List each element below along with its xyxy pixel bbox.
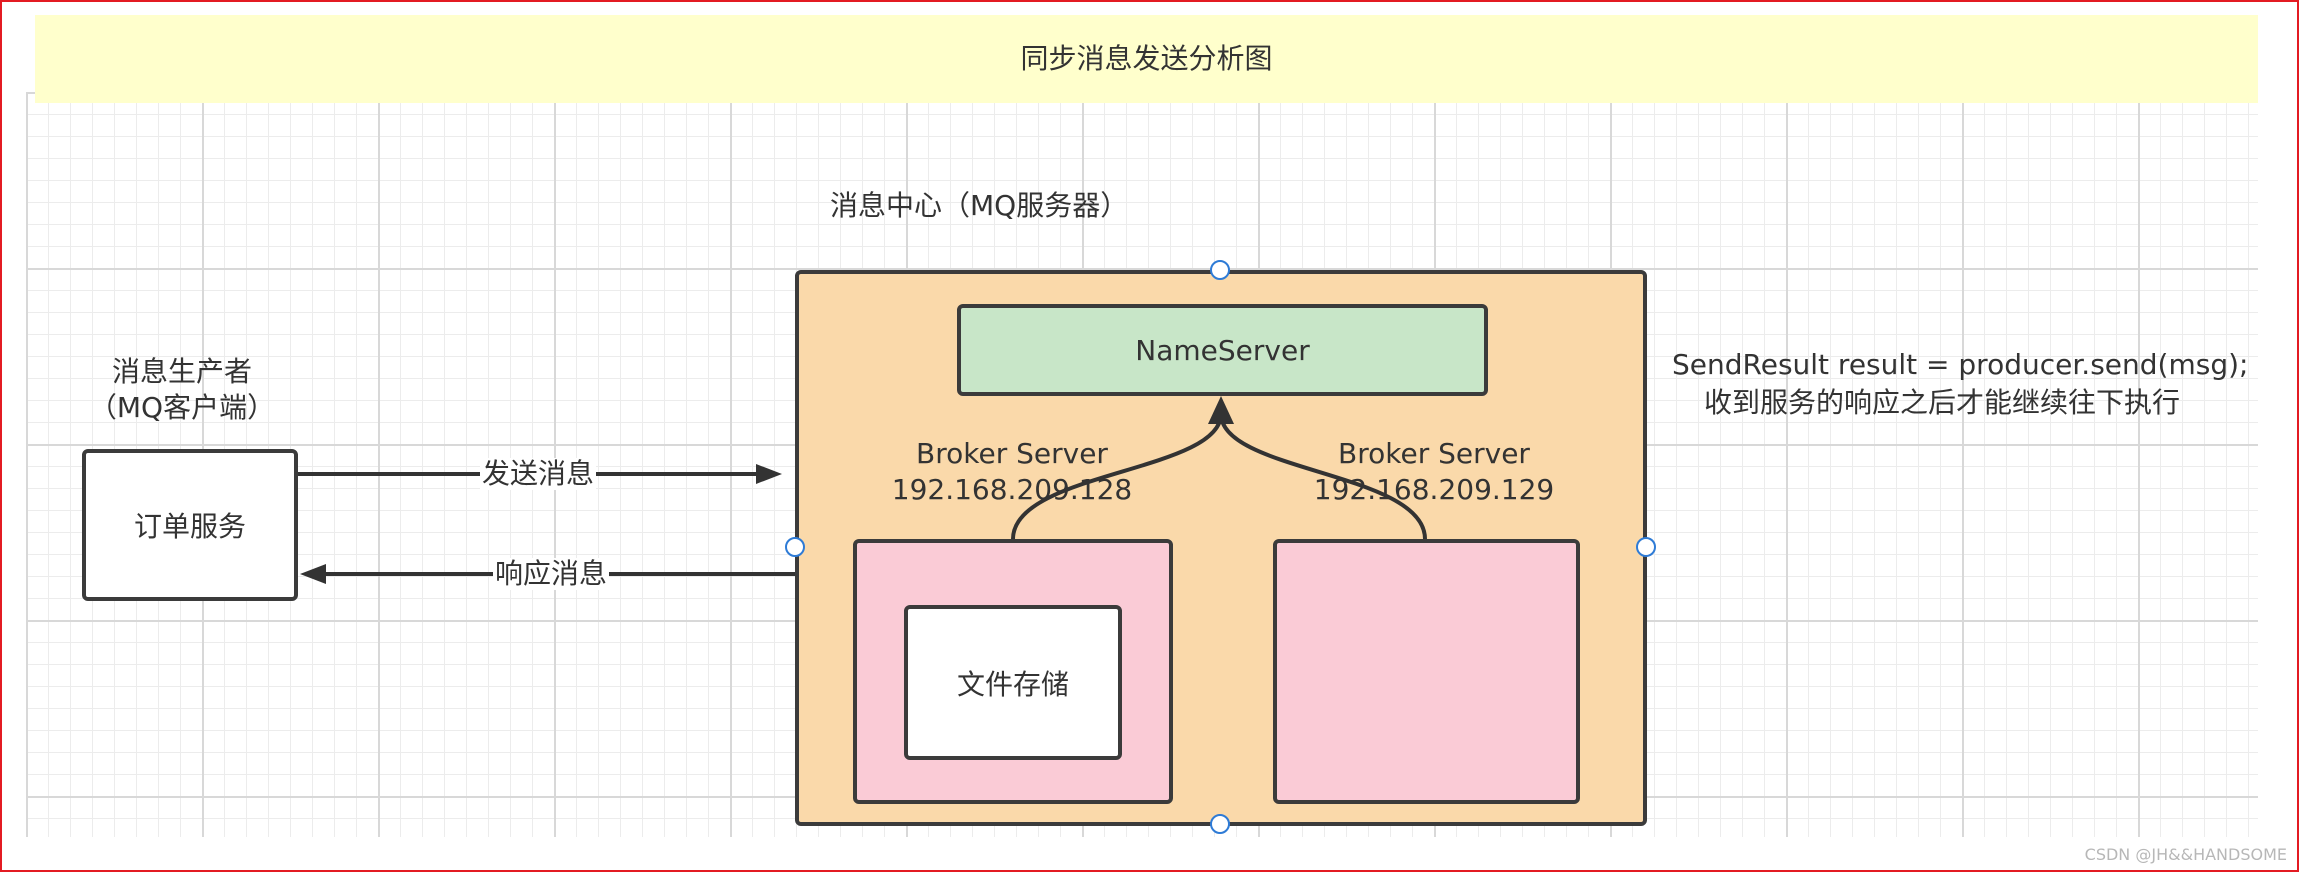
order-service-box[interactable]: 订单服务 [82,449,298,601]
producer-label-line2: （MQ客户端） [88,391,276,424]
sync-note-line2: 收到服务的响应之后才能继续往下执行 [1703,386,2180,419]
producer-label: 消息生产者 （MQ客户端） [82,354,282,426]
mq-center-label: 消息中心（MQ服务器） [830,189,1129,222]
broker2-label: Broker Server 192.168.209.129 [1304,436,1564,508]
producer-label-line1: 消息生产者 [111,355,252,388]
resize-handle-right[interactable] [1636,537,1656,557]
broker1-ip: 192.168.209.128 [891,473,1133,506]
file-storage-label: 文件存储 [956,667,1069,701]
order-service-label: 订单服务 [133,510,246,543]
send-message-label: 发送消息 [480,457,597,490]
resize-handle-left[interactable] [785,537,805,557]
respond-message-label: 响应消息 [493,557,610,590]
resize-handle-top[interactable] [1210,260,1230,280]
nameserver-arrowhead [1208,396,1234,424]
broker2-name: Broker Server [1338,437,1530,470]
broker2-box[interactable] [1273,539,1580,804]
sync-note-line1: SendResult result = producer.send(msg); [1672,348,2249,381]
file-storage-box[interactable]: 文件存储 [904,605,1122,760]
broker1-register-curve[interactable] [1011,413,1223,540]
resize-handle-bottom[interactable] [1210,814,1230,834]
respond-arrowhead [300,564,326,584]
nameserver-box[interactable]: NameServer [957,304,1488,396]
sync-note: SendResult result = producer.send(msg); … [1672,346,2249,422]
broker2-register-curve[interactable] [1219,413,1427,540]
broker1-label: Broker Server 192.168.209.128 [882,436,1142,508]
diagram-title: 同步消息发送分析图 [1020,42,1273,75]
nameserver-label: NameServer [1135,333,1310,367]
send-arrowhead [756,464,782,484]
broker2-ip: 192.168.209.129 [1313,473,1555,506]
broker1-name: Broker Server [916,437,1108,470]
watermark: CSDN @JH&&HANDSOME [2084,845,2287,864]
title-bar: 同步消息发送分析图 [35,15,2258,103]
